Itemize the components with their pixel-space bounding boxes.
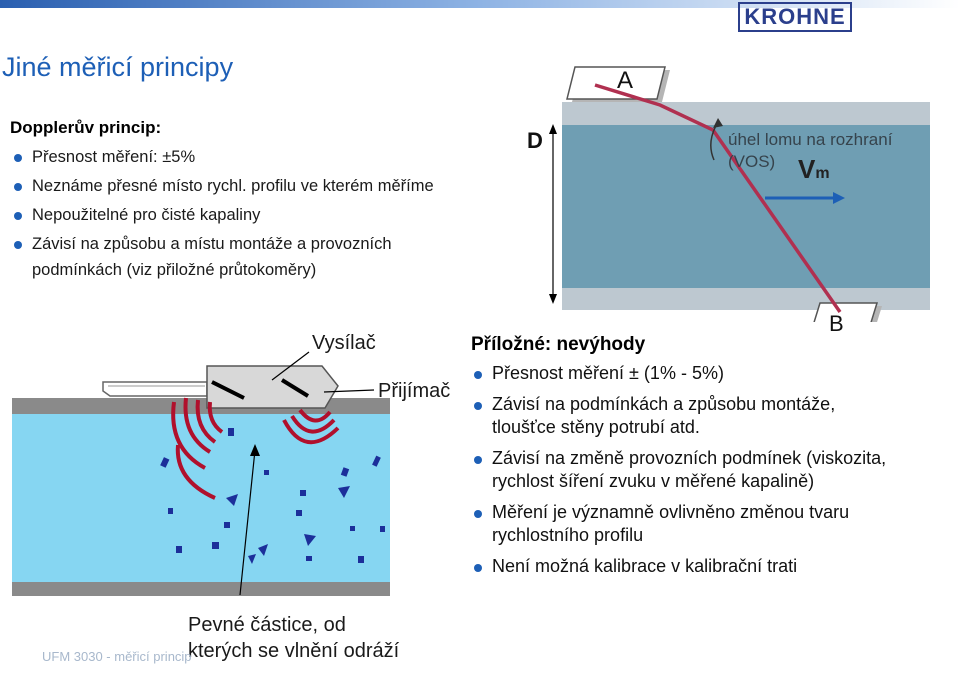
transmitter-label: Vysílač [312,332,376,354]
refraction-angle-label-vos: (VOS) [728,152,776,171]
particle [226,494,238,506]
doppler-fluid [12,414,390,582]
particle [296,510,302,516]
doppler-list: Přesnost měření: ±5% Neznáme přesné míst… [10,146,434,255]
doppler-item: Nepoužitelné pro čisté kapaliny [10,204,434,226]
wave-arc [175,444,216,500]
particle [264,470,269,475]
particle [338,486,350,498]
particle [340,467,350,477]
pipe-fluid [562,125,930,288]
top-gradient-bar [0,0,960,8]
solid-particles [160,428,385,564]
particle [300,490,306,496]
particle [380,526,385,532]
doppler-item: Závisí na způsobu a místu montáže a prov… [10,233,434,255]
clampon-item: Závisí na změně provozních podmínek (vis… [470,447,886,493]
clampon-item: Měření je významně ovlivněno změnou tvar… [470,501,886,547]
diameter-arrow-bottom [549,294,557,304]
particle [306,556,312,561]
krohne-logo: KROHNE [738,2,852,32]
sensor-cable [102,381,208,397]
wave-arc [171,401,206,470]
clampon-heading: Příložné: nevýhody [471,334,646,355]
mean-velocity-label: Vm [798,154,830,184]
clampon-item: Přesnost měření ± (1% - 5%) [470,362,886,385]
particle [160,457,170,468]
transmitter-element [211,380,245,400]
pipe-wall-top [562,102,930,125]
doppler-item: Přesnost měření: ±5% [10,146,434,168]
transmitter-pointer [271,351,310,381]
wave-arc [183,397,212,454]
velocity-arrow-head [833,192,845,204]
particle [224,522,230,528]
doppler-sensor-housing [206,365,339,409]
particle [358,556,364,563]
particle [372,455,381,467]
particle [176,546,182,553]
particle [258,544,268,556]
wave-arc [195,399,217,444]
receiver-element [280,378,310,398]
sensor-a [566,66,666,100]
particle [228,428,234,436]
label-d: D [527,128,543,153]
doppler-pipe-wall-top [12,398,390,414]
diameter-arrow-top [549,124,557,134]
refraction-angle-label: úhel lomu na rozhraní [728,130,893,149]
wave-arc [207,401,224,434]
pipe-section-diagram [549,66,930,322]
page-title: Jiné měřicí principy [2,52,234,82]
clampon-list: Přesnost měření ± (1% - 5%) Závisí na po… [470,362,886,586]
particle [350,526,355,531]
particle [212,542,219,549]
receiver-label: Přijímač [378,380,451,402]
footer-text: UFM 3030 - měřicí princip [42,649,192,664]
clampon-item: Není možná kalibrace v kalibrační trati [470,555,886,578]
doppler-pipe-diagram [12,351,390,596]
clampon-item: Závisí na podmínkách a způsobu montáže,t… [470,393,886,439]
particle-pointer [239,449,256,596]
doppler-heading: Dopplerův princip: [10,118,162,137]
ultrasonic-beam [594,83,842,314]
label-b: B [829,311,844,336]
particles-label: Pevné částice, od [188,614,346,636]
particles-label-continuation: kterých se vlnění odráží [188,640,400,662]
particle-pointer-head [250,444,260,456]
sensor-b [813,302,879,322]
angle-arc-arrow [713,118,723,128]
receiver-pointer [323,389,375,393]
label-a: A [617,67,634,94]
doppler-pipe-wall-bottom [12,582,390,596]
wave-arc [290,414,336,434]
particle [248,554,256,564]
particle [168,508,173,514]
doppler-waves [171,397,340,500]
doppler-item: Neznáme přesné místo rychl. profilu ve k… [10,175,434,197]
particle [304,534,316,546]
wave-arc [282,419,340,445]
wave-arc [298,408,332,423]
doppler-item-continuation: podmínkách (viz přiložné průtokoměry) [32,261,317,279]
